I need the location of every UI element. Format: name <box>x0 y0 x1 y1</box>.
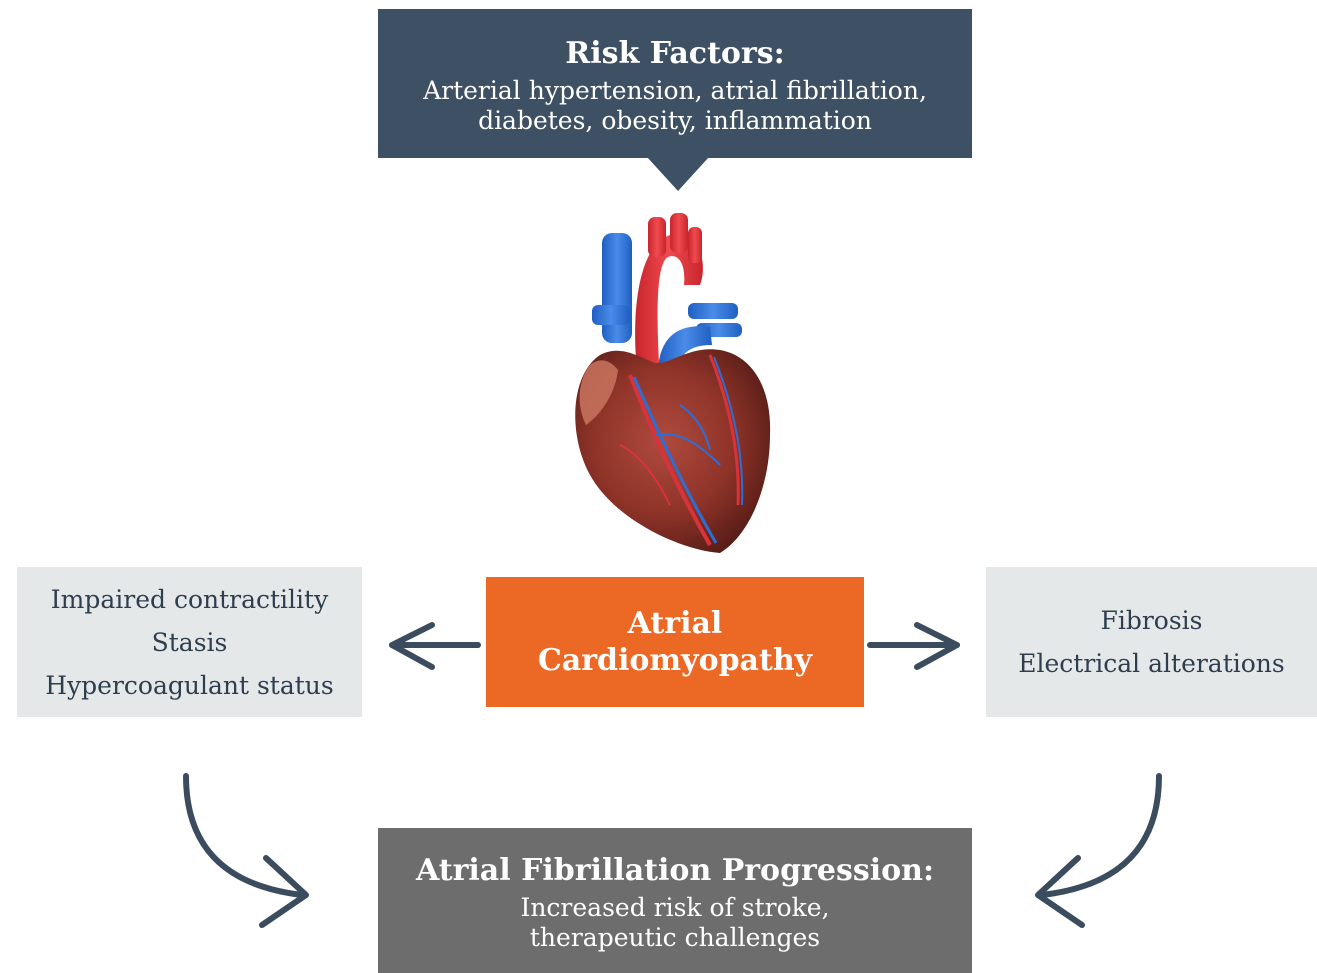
progression-line: therapeutic challenges <box>529 922 821 952</box>
progression-line: Increased risk of stroke, <box>520 892 830 922</box>
right-effect-item: Fibrosis <box>1100 606 1203 635</box>
atrial-cardiomyopathy-box: Atrial Cardiomyopathy <box>486 577 864 707</box>
left-effect-item: Hypercoagulant status <box>45 670 334 700</box>
risk-factors-line: Arterial hypertension, atrial fibrillati… <box>423 75 927 105</box>
curved-arrow-down-left-icon <box>1035 773 1162 928</box>
center-label-line: Atrial <box>627 606 723 641</box>
risk-factors-line: diabetes, obesity, inflammation <box>478 105 872 135</box>
arrow-right-icon <box>867 622 960 670</box>
left-effect-item: Stasis <box>151 627 228 657</box>
left-effect-item: Impaired contractility <box>50 584 329 614</box>
arrow-left-icon <box>389 622 481 670</box>
right-effect-item: Electrical alterations <box>1018 649 1285 678</box>
center-label-line: Cardiomyopathy <box>537 643 813 678</box>
af-progression-box: Atrial Fibrillation Progression: Increas… <box>378 828 972 973</box>
left-effects-box: Impaired contractility Stasis Hypercoagu… <box>17 567 362 717</box>
progression-title: Atrial Fibrillation Progression: <box>415 852 935 888</box>
heart-illustration-icon <box>575 213 771 553</box>
curved-arrow-down-right-icon <box>183 773 309 928</box>
risk-factors-box: Risk Factors: Arterial hypertension, atr… <box>378 9 972 158</box>
right-effects-box: Fibrosis Electrical alterations <box>986 567 1317 717</box>
risk-box-pointer <box>647 157 709 191</box>
risk-factors-title: Risk Factors: <box>565 35 785 71</box>
